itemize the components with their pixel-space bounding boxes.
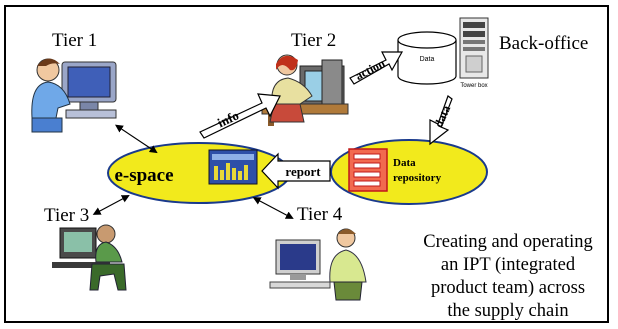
data-arrow-label: data <box>431 103 453 129</box>
tower-box-label: Tower box <box>460 83 487 89</box>
document-stack-icon <box>348 148 388 192</box>
caption-line-2: an IPT (integrated <box>440 255 576 275</box>
data-cylinder-icon: Data <box>397 31 457 85</box>
data-repository-label-2: repository <box>393 172 442 184</box>
backoffice-label: Back-office <box>499 33 589 54</box>
data-repository-node: Data repository <box>330 139 488 205</box>
e-space-node: e-space <box>107 142 291 204</box>
tier1-label: Tier 1 <box>52 30 98 51</box>
caption-line-3: product team) across <box>430 278 586 298</box>
tier3-label: Tier 3 <box>44 205 90 226</box>
tier4-espace-connector <box>252 197 294 219</box>
tier1-espace-connector <box>115 124 158 154</box>
action-arrow-label: action <box>353 56 388 83</box>
data-cylinder-label: Data <box>420 56 435 63</box>
tier2-figure-icon <box>261 54 349 126</box>
tier4-figure-icon <box>269 228 367 301</box>
caption: Creating and operating an IPT (integrate… <box>403 231 613 323</box>
tier2-label: Tier 2 <box>291 30 337 51</box>
caption-line-4: the supply chain <box>447 301 569 321</box>
report-arrow-label: report <box>285 164 321 179</box>
tier1-figure-icon <box>31 58 117 133</box>
e-space-screen-icon <box>208 149 258 185</box>
data-arrow: data <box>429 95 453 146</box>
tier3-figure-icon <box>52 224 127 291</box>
report-arrow: report <box>261 152 331 190</box>
data-repository-label-1: Data <box>393 157 416 169</box>
tower-box-icon: Tower box <box>459 17 489 89</box>
tier4-label: Tier 4 <box>297 204 343 225</box>
tier3-espace-connector <box>92 195 130 215</box>
info-arrow-label: info <box>215 108 241 131</box>
caption-line-1: Creating and operating <box>423 232 593 252</box>
action-arrow: action <box>349 51 404 85</box>
e-space-label: e-space <box>114 165 173 186</box>
